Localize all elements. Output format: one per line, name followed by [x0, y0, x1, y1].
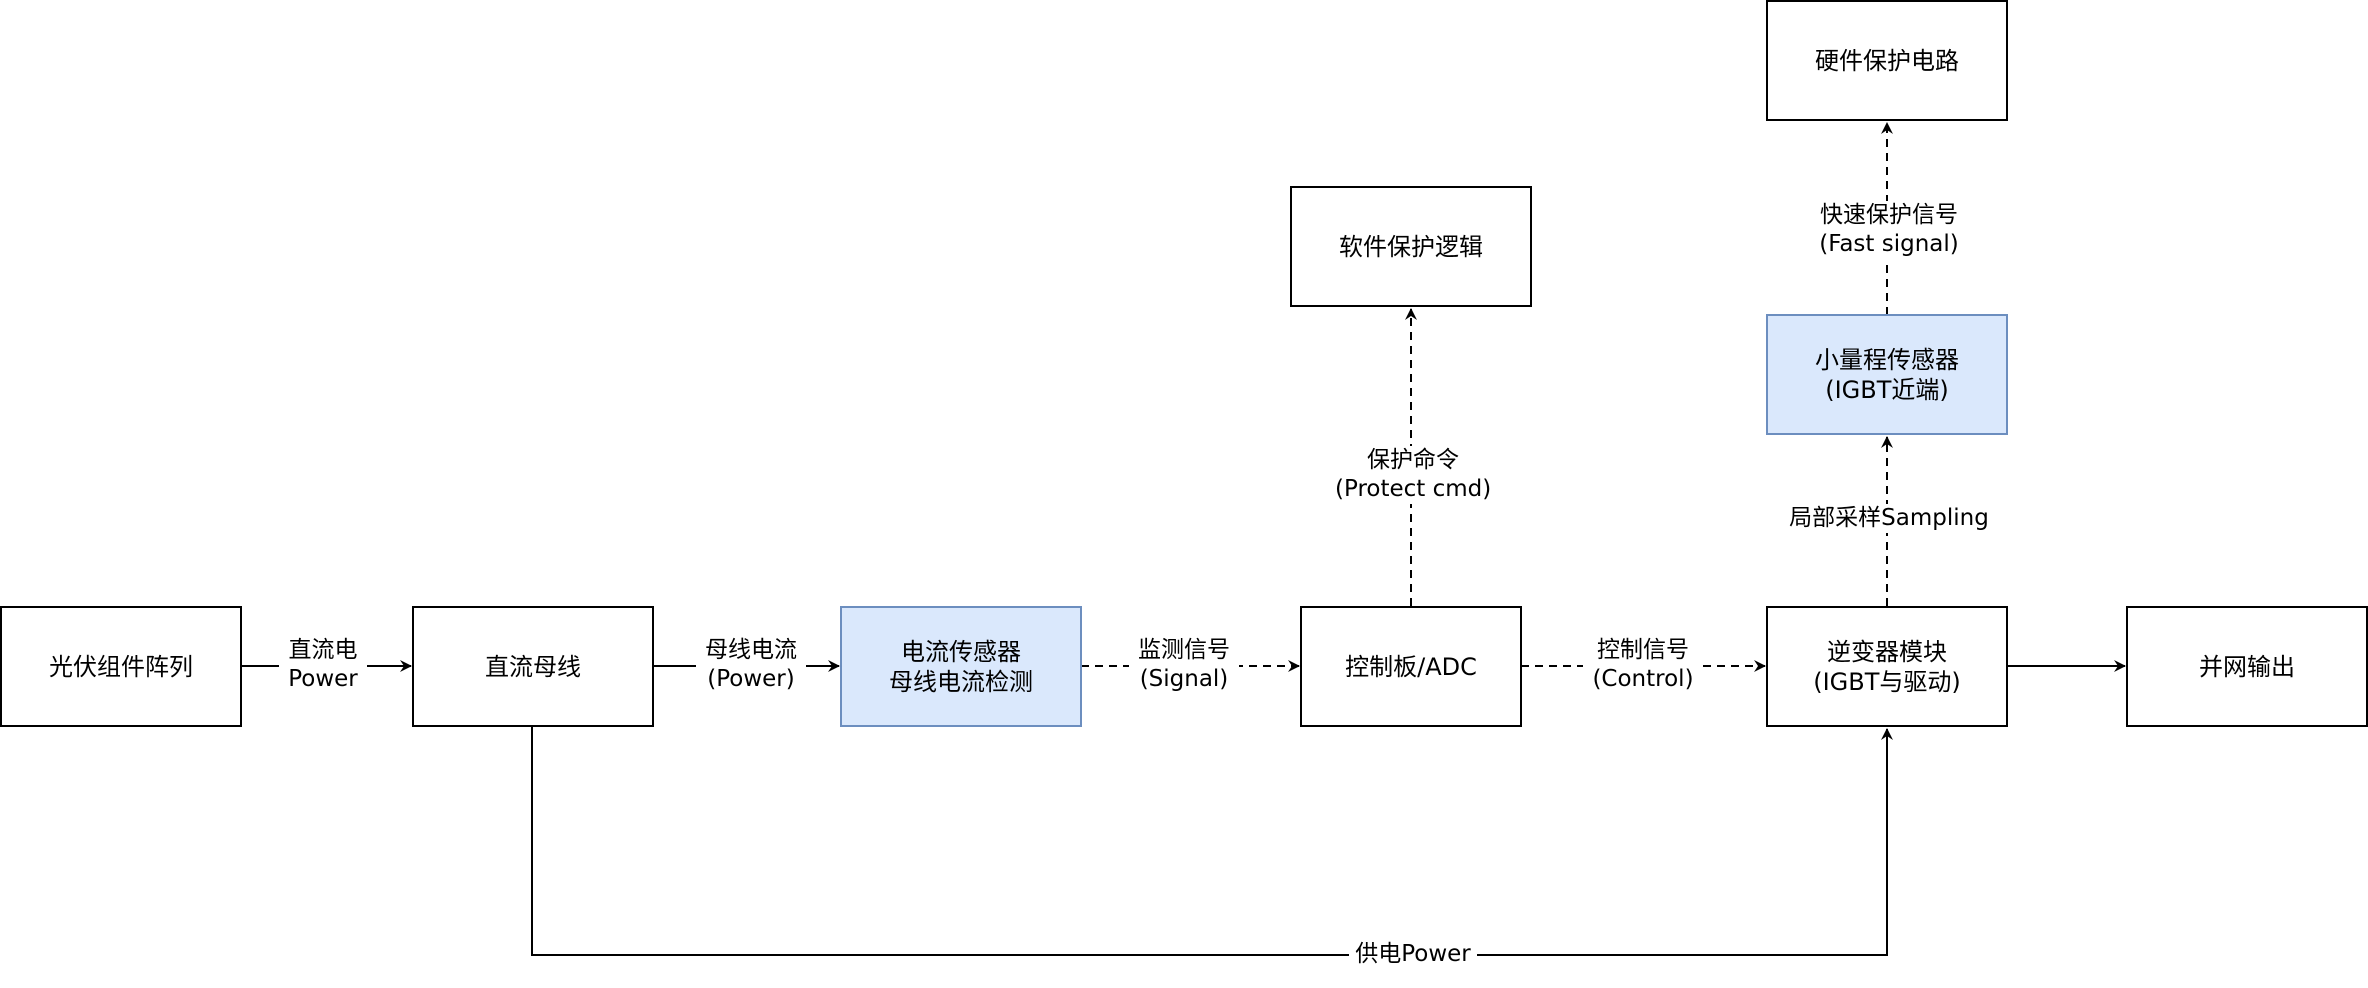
node-small-range-sensor[interactable]: 小量程传感器 (IGBT近端)	[1766, 314, 2008, 435]
edge-label-bus-to-sensor: 母线电流 (Power)	[696, 636, 806, 694]
edge-label-sensor-to-control-1: 监测信号	[1138, 637, 1230, 663]
edge-label-control-to-software: 保护命令 (Protect cmd)	[1333, 446, 1493, 504]
edge-bus-to-inverter-supply	[531, 727, 1893, 956]
node-dc-bus[interactable]: 直流母线	[412, 606, 654, 727]
node-pv-array[interactable]: 光伏组件阵列	[0, 606, 242, 727]
edge-label-bus-to-inverter-supply: 供电Power	[1349, 940, 1477, 969]
node-pv-array-label: 光伏组件阵列	[49, 652, 193, 681]
edge-label-small-sensor-to-hardware-1: 快速保护信号	[1820, 202, 1958, 228]
node-dc-bus-label: 直流母线	[485, 652, 581, 681]
node-small-range-sensor-label-2: (IGBT近端)	[1825, 375, 1949, 404]
edge-label-control-to-inverter: 控制信号 (Control)	[1583, 636, 1703, 694]
node-inverter-label-1: 逆变器模块	[1827, 637, 1947, 666]
edge-label-inverter-to-small-sensor-1: 局部采样Sampling	[1789, 505, 1989, 531]
node-hardware-protection-label: 硬件保护电路	[1815, 46, 1959, 75]
edge-label-small-sensor-to-hardware-2: (Fast signal)	[1819, 231, 1959, 257]
node-software-protection[interactable]: 软件保护逻辑	[1290, 186, 1532, 307]
edge-label-bus-to-sensor-1: 母线电流	[705, 637, 797, 663]
edge-label-pv-to-bus-1: 直流电	[288, 637, 358, 663]
edge-label-pv-to-bus-2: Power	[288, 666, 358, 692]
node-current-sensor-label-2: 母线电流检测	[889, 667, 1033, 696]
node-small-range-sensor-label-1: 小量程传感器	[1815, 345, 1959, 374]
node-grid-output-label: 并网输出	[2199, 652, 2295, 681]
edge-label-control-to-inverter-1: 控制信号	[1597, 637, 1689, 663]
edge-label-control-to-software-2: (Protect cmd)	[1335, 476, 1492, 502]
edge-label-control-to-software-1: 保护命令	[1367, 447, 1459, 473]
edge-label-inverter-to-small-sensor: 局部采样Sampling	[1781, 504, 1997, 533]
node-hardware-protection[interactable]: 硬件保护电路	[1766, 0, 2008, 121]
edge-label-bus-to-sensor-2: (Power)	[707, 666, 795, 692]
edge-label-small-sensor-to-hardware: 快速保护信号 (Fast signal)	[1808, 201, 1970, 259]
node-control-board[interactable]: 控制板/ADC	[1300, 606, 1522, 727]
node-current-sensor[interactable]: 电流传感器 母线电流检测	[840, 606, 1082, 727]
edge-label-pv-to-bus: 直流电 Power	[279, 636, 367, 694]
node-control-board-label: 控制板/ADC	[1345, 652, 1477, 681]
node-software-protection-label: 软件保护逻辑	[1339, 232, 1483, 261]
node-inverter-label-2: (IGBT与驱动)	[1813, 667, 1961, 696]
node-inverter[interactable]: 逆变器模块 (IGBT与驱动)	[1766, 606, 2008, 727]
edge-label-sensor-to-control-2: (Signal)	[1139, 666, 1229, 692]
edge-label-sensor-to-control: 监测信号 (Signal)	[1129, 636, 1239, 694]
edge-label-control-to-inverter-2: (Control)	[1592, 666, 1694, 692]
edge-label-bus-to-inverter-supply-1: 供电Power	[1355, 941, 1471, 967]
node-current-sensor-label-1: 电流传感器	[901, 637, 1021, 666]
node-grid-output[interactable]: 并网输出	[2126, 606, 2368, 727]
